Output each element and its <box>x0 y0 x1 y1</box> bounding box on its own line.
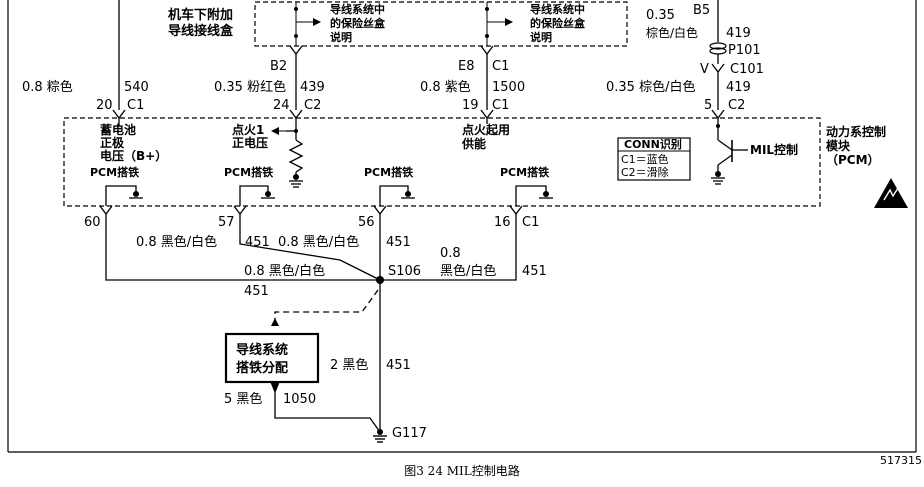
junction-box-label-line2: 导线接线盒 <box>168 23 234 39</box>
fuse-note-2-line3: 说明 <box>530 30 552 44</box>
w419-conn-top: B5 <box>693 3 710 18</box>
w1500-pin: 19 <box>462 98 479 113</box>
w439-conn-top: B2 <box>270 59 287 74</box>
main-gauge: 2 黑色 <box>330 357 368 373</box>
splice-s106-label: S106 <box>388 264 421 279</box>
pin-56: 56 <box>358 215 375 230</box>
figure-id: 517315 <box>880 454 922 467</box>
w419-color-top: 棕色/白色 <box>646 25 698 40</box>
wire-439: B2 0.35 粉红色 439 24 C2 <box>214 45 325 120</box>
w1500-conn-top2: C1 <box>492 59 509 74</box>
pin-16: 16 <box>494 215 511 230</box>
fuse-note-1-line3: 说明 <box>330 30 352 44</box>
c101-label: C101 <box>730 62 764 77</box>
w540-gauge: 0.8 粽色 <box>22 79 73 95</box>
module-label-line3: （PCM） <box>826 152 880 167</box>
g117-label: G117 <box>392 426 427 441</box>
mil-transistor-icon <box>711 118 748 185</box>
start-label-line2: 供能 <box>461 136 486 151</box>
splice-s106-dot <box>376 276 384 284</box>
g16-color: 黑色/白色 <box>440 263 496 279</box>
conn-table-title: CONN识别 <box>624 137 682 151</box>
w540-pin: 20 <box>96 98 113 113</box>
pcm-ground-wires <box>99 205 523 433</box>
g57-gauge: 0.8 黑色/白色 <box>136 234 217 250</box>
pin-16-conn: C1 <box>522 215 539 230</box>
pcm-ground-label-2: PCM搭铁 <box>224 165 273 179</box>
main-circuit: 451 <box>386 358 411 373</box>
mil-control-label: MIL控制 <box>750 142 798 157</box>
side-circuit: 1050 <box>283 392 316 407</box>
wire-540: 0.8 粽色 540 20 C1 <box>22 0 149 120</box>
left-gauge: 0.8 黑色/白色 <box>244 263 325 279</box>
w419-conn: C2 <box>728 98 745 113</box>
w1500-conn: C1 <box>492 98 509 113</box>
start-label-line1: 点火起用 <box>462 122 510 137</box>
battery-label-line1: 蓄电池 <box>100 122 136 137</box>
pcm-ground-label-4: PCM搭铁 <box>500 165 549 179</box>
underhood-junction-box: 机车下附加 导线接线盒 导线系统中 的保险丝盒 说明 导线系统中 的保险丝盒 说… <box>168 1 628 47</box>
w419-pin: 5 <box>704 98 712 113</box>
w439-gauge: 0.35 粉红色 <box>214 79 286 95</box>
ground-distribution-box: 导线系统 搭铁分配 <box>224 332 320 384</box>
w1500-conn-top: E8 <box>458 59 475 74</box>
junction-box-label-line1: 机车下附加 <box>168 7 233 23</box>
g16-circuit: 451 <box>522 264 547 279</box>
w419-size-top: 0.35 <box>646 8 675 23</box>
ground-symbol-icon <box>289 174 303 188</box>
ground-wire-labels: 60 57 0.8 黑色/白色 451 56 0.8 黑色/白色 451 16 … <box>84 215 547 441</box>
pin-57: 57 <box>218 215 235 230</box>
g117-ground-icon <box>373 429 387 443</box>
module-label-line2: 模块 <box>826 138 851 153</box>
g56-gauge: 0.8 黑色/白色 <box>278 234 359 250</box>
w540-circuit: 540 <box>124 80 149 95</box>
fuse-note-2-line1: 导线系统中 <box>530 2 585 16</box>
v-label: V <box>700 62 709 77</box>
w540-conn: C1 <box>127 98 144 113</box>
wire-1500: E8 C1 0.8 紫色 1500 19 C1 <box>420 45 525 120</box>
left-circuit: 451 <box>244 284 269 299</box>
conn-id-table: CONN识别 C1＝蓝色 C2＝滑除 <box>617 137 691 181</box>
dashed-arrow-icon <box>271 318 279 326</box>
battery-label-line2: 正极 <box>100 135 125 150</box>
esd-warning-icon <box>874 178 908 208</box>
w419-gauge: 0.35 棕色/白色 <box>606 79 695 95</box>
dist-box-line1: 导线系统 <box>236 342 288 358</box>
pcm-ground-label-3: PCM搭铁 <box>364 165 413 179</box>
pcm-ground-label-1: PCM搭铁 <box>90 165 139 179</box>
conn-table-row1: C1＝蓝色 <box>621 152 669 166</box>
side-gauge: 5 黑色 <box>224 391 262 407</box>
w419-circuit-top: 419 <box>726 26 751 41</box>
w439-circuit: 439 <box>300 80 325 95</box>
module-label-line1: 动力系控制 <box>826 124 886 139</box>
outer-frame <box>7 0 917 453</box>
pcm-module: 蓄电池 正极 电压（B+） 点火1 正电压 点火起用 供能 CONN识别 C1＝… <box>63 117 821 207</box>
w1500-circuit: 1500 <box>492 80 525 95</box>
dist-box-line2: 搭铁分配 <box>236 360 288 376</box>
battery-label-line3: 电压（B+） <box>100 148 167 163</box>
wire-419: 0.35 B5 棕色/白色 419 P101 V C101 0.35 棕色/白色… <box>606 0 764 120</box>
w1500-gauge: 0.8 紫色 <box>420 79 471 95</box>
fuse-note-1-line2: 的保险丝盒 <box>330 16 386 30</box>
p101-label: P101 <box>728 43 761 58</box>
w419-circuit: 419 <box>726 80 751 95</box>
pcm-ground-symbols: PCM搭铁 PCM搭铁 PCM搭铁 PCM搭铁 <box>90 165 553 206</box>
fuse-note-1-line1: 导线系统中 <box>330 2 385 16</box>
w439-pin: 24 <box>273 98 290 113</box>
ign-label-line1: 点火1 <box>232 122 264 137</box>
w439-conn: C2 <box>304 98 321 113</box>
g16-size: 0.8 <box>440 246 461 261</box>
g56-circuit: 451 <box>386 235 411 250</box>
conn-table-row2: C2＝滑除 <box>621 165 669 179</box>
pin-60: 60 <box>84 215 101 230</box>
ign-label-line2: 正电压 <box>232 135 268 150</box>
g57-circuit: 451 <box>245 235 270 250</box>
figure-caption: 图3 24 MIL控制电路 <box>404 464 520 478</box>
fuse-note-2-line2: 的保险丝盒 <box>530 16 586 30</box>
